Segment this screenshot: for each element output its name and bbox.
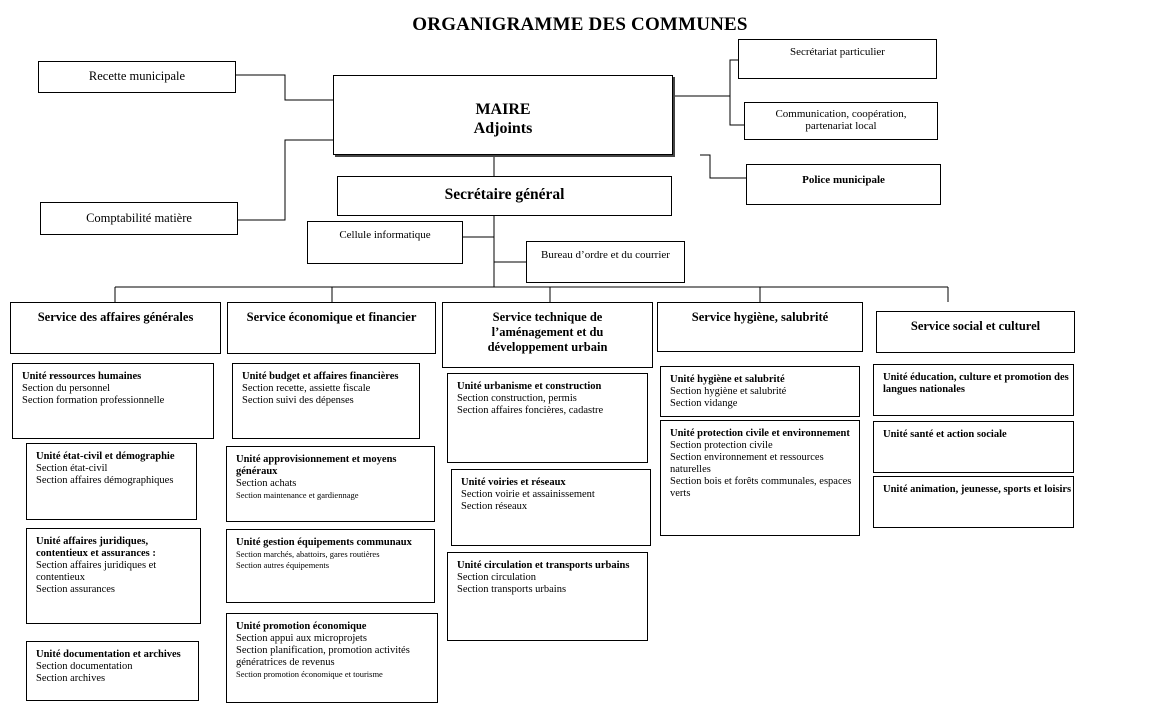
unit-box: Unité urbanisme et construction Section …: [447, 373, 648, 463]
police-box: Police municipale: [746, 164, 941, 205]
unit-box: Unité affaires juridiques, contentieux e…: [26, 528, 201, 624]
unit-box: Unité santé et action sociale: [873, 421, 1074, 473]
service-affaires-generales: Service des affaires générales: [10, 302, 221, 354]
connector-police: [700, 154, 746, 179]
service-hygiene-salubrite: Service hygiène, salubrité: [657, 302, 863, 352]
unit-box: Unité état-civil et démographie Section …: [26, 443, 197, 520]
comptabilite-label: Comptabilité matière: [86, 211, 192, 225]
unit-box: Unité protection civile et environnement…: [660, 420, 860, 536]
unit-box: Unité voiries et réseaux Section voirie …: [451, 469, 651, 546]
recette-label: Recette municipale: [88, 69, 186, 83]
unit-box: Unité budget et affaires financières Sec…: [232, 363, 420, 439]
unit-box: Unité hygiène et salubrité Section hygiè…: [660, 366, 860, 417]
page-title: ORGANIGRAMME DES COMMUNES: [412, 14, 748, 35]
service-social-culturel: Service social et culturel: [876, 311, 1075, 353]
cellule-box: Cellule informatique: [307, 221, 463, 264]
unit-box: Unité circulation et transports urbains …: [447, 552, 648, 641]
cellule-label: Cellule informatique: [339, 229, 431, 241]
unit-box: Unité promotion économique Section appui…: [226, 613, 438, 703]
connector-communication: [729, 96, 744, 126]
unit-box: Unité ressources humaines Section du per…: [12, 363, 214, 439]
maire-label: MAIRE: [475, 101, 531, 118]
maire-box: MAIRE Adjoints: [333, 75, 673, 155]
sg-box: Secrétaire général: [337, 176, 672, 216]
service-economique-financier: Service économique et financier: [227, 302, 436, 354]
secretariat-box: Secrétariat particulier: [738, 39, 937, 79]
connector-recette: [236, 74, 333, 101]
service-technique: Service technique de l’aménagement et du…: [442, 302, 653, 368]
sg-label: Secrétaire général: [444, 186, 565, 203]
secretariat-label: Secrétariat particulier: [790, 46, 885, 58]
unit-box: Unité gestion équipements communaux Sect…: [226, 529, 435, 603]
unit-box: Unité documentation et archives Section …: [26, 641, 199, 701]
unit-box: Unité approvisionnement et moyens généra…: [226, 446, 435, 522]
bureau-label: Bureau d’ordre et du courrier: [541, 249, 670, 261]
communication-label: Communication, coopération, partenariat …: [775, 108, 907, 132]
unit-box: Unité animation, jeunesse, sports et loi…: [873, 476, 1074, 528]
comptabilite-box: Comptabilité matière: [40, 202, 238, 235]
communication-box: Communication, coopération, partenariat …: [744, 102, 938, 140]
connector-comptabilite: [238, 139, 333, 221]
bureau-box: Bureau d’ordre et du courrier: [526, 241, 685, 283]
police-label: Police municipale: [802, 174, 885, 186]
connector-secretariat: [673, 59, 738, 97]
unit-box: Unité éducation, culture et promotion de…: [873, 364, 1074, 416]
adjoints-label: Adjoints: [473, 120, 533, 137]
recette-box: Recette municipale: [38, 61, 236, 93]
